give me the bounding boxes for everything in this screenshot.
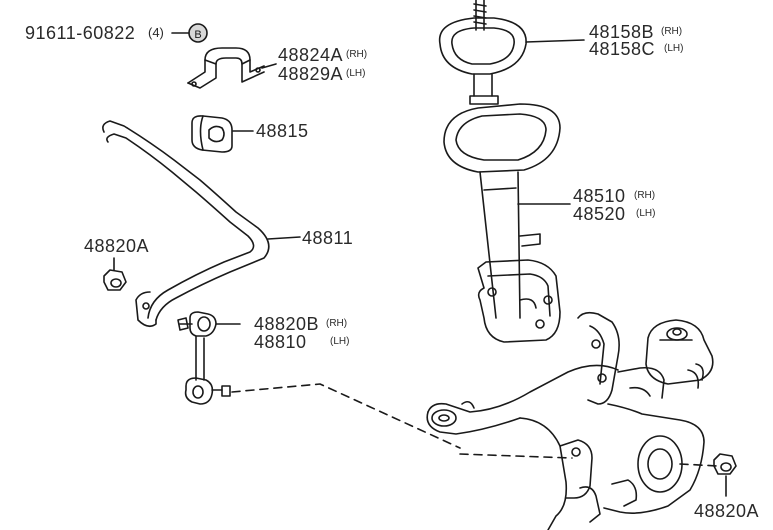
nut-right-drawing xyxy=(713,453,737,497)
bolt-quantity: (4) xyxy=(148,25,164,40)
bracket-rh-side: (RH) xyxy=(346,49,368,60)
stabilizer-bar-drawing xyxy=(102,120,301,328)
nut-right-part-number: 48820A xyxy=(694,501,760,521)
bracket-lh-part-number: 48829A xyxy=(278,64,344,84)
stabilizer-bushing-drawing xyxy=(191,115,254,153)
bolt-part-number: 91611-60822 xyxy=(25,23,136,43)
strut-rh-side: (RH) xyxy=(634,190,656,201)
spring-seat-lh-part-number: 48158C xyxy=(589,39,656,59)
spring-seat-rh-side: (RH) xyxy=(661,26,683,37)
nut-left-part-number: 48820A xyxy=(84,236,150,256)
stabilizer-bracket-drawing xyxy=(187,47,277,89)
stabilizer-bar-part-number: 48811 xyxy=(302,228,354,248)
assembly-dashed-lines xyxy=(231,383,719,467)
bracket-rh-part-number: 48824A xyxy=(278,45,344,65)
svg-text:B: B xyxy=(194,29,201,41)
link-rh-part-number: 48820B xyxy=(254,314,320,334)
link-rh-side: (RH) xyxy=(326,318,348,329)
strut-lh-side: (LH) xyxy=(636,208,656,219)
bushing-part-number: 48815 xyxy=(256,121,309,141)
spring-seat-rh-part-number: 48158B xyxy=(589,22,655,42)
nut-left-drawing xyxy=(103,257,127,291)
strut-rh-part-number: 48510 xyxy=(573,186,626,206)
steering-knuckle-drawing xyxy=(426,311,714,530)
bolt-callout-marker: B xyxy=(171,23,208,43)
link-lh-side: (LH) xyxy=(330,336,350,347)
spring-seat-lh-side: (LH) xyxy=(664,43,684,54)
link-lh-part-number: 48810 xyxy=(254,332,307,352)
stabilizer-link-drawing xyxy=(177,311,241,405)
bracket-lh-side: (LH) xyxy=(346,68,366,79)
strut-lh-part-number: 48520 xyxy=(573,204,626,224)
strut-assembly-drawing xyxy=(438,0,585,343)
